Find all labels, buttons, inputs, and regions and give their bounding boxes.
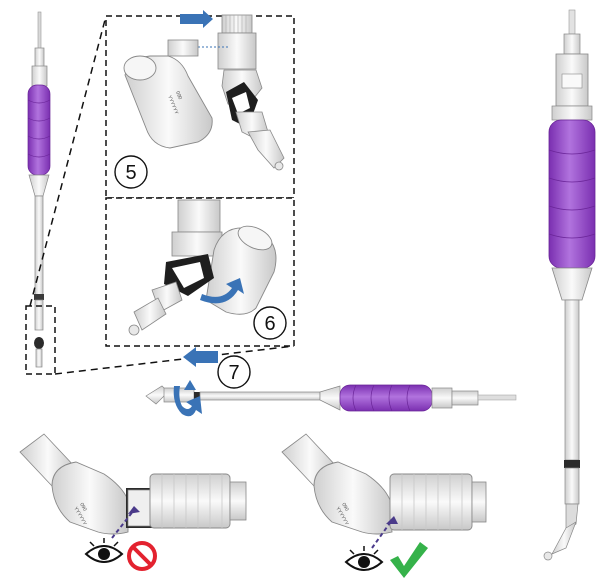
sight-arrowhead-left [128,506,140,514]
rotate-arrow-icon [173,386,202,417]
checkmark-icon [390,542,428,578]
svg-text:090: 090 [78,502,87,512]
right-vertical-device [543,9,596,561]
sight-line-right [371,519,393,549]
step-6-badge [253,306,287,340]
step-5-badge [114,155,148,189]
zoom-line-top [29,15,107,307]
sight-arrowhead-right [386,516,398,524]
prohibited-icon [127,541,157,571]
eye-icon [344,546,384,571]
horizontal-device [145,384,517,412]
svg-text:090: 090 [340,502,349,512]
step-7-badge [217,355,251,389]
step-7-push-arrow [183,347,218,367]
svg-text:090: 090 [174,91,183,101]
blue-arrow-icon [180,10,213,28]
detail-box-small [25,305,56,375]
rotate-arrow-icon [200,278,244,304]
eye-icon [84,538,124,563]
step-5-label: 5 [125,162,136,184]
sight-line-left [111,509,135,539]
zoom-line-bottom [54,345,295,375]
rotate-arrow-head [184,380,196,390]
bottom-left-detail: 090 YYYYYY [19,433,247,535]
step-5-illustration: 090 YYYYYY [123,10,285,171]
left-vertical-device [27,11,51,368]
step-7-label: 7 [228,362,239,384]
step-6-illustration [128,199,277,336]
bottom-middle-detail: 090 YYYYYY [281,433,487,535]
step-6-label: 6 [264,313,275,335]
